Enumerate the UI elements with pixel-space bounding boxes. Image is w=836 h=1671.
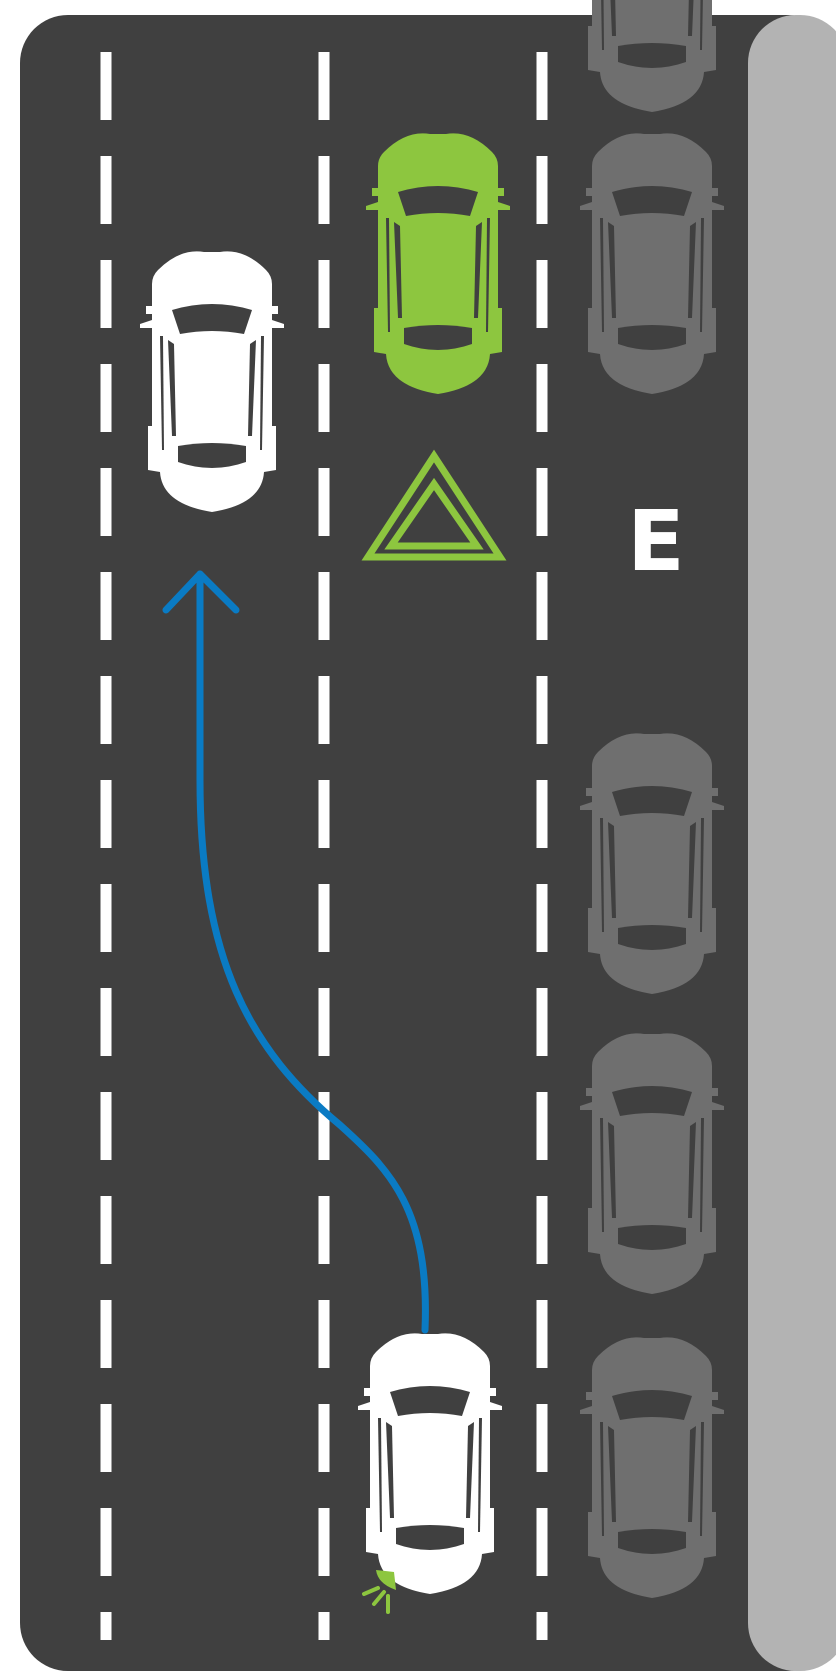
broken-down-car — [366, 133, 510, 394]
parked-car — [580, 1033, 724, 1294]
own-car-end — [140, 251, 284, 512]
sidewalk — [748, 15, 836, 1671]
parked-car — [580, 1337, 724, 1598]
lane-label: E — [627, 492, 684, 590]
parked-car — [580, 733, 724, 994]
own-car-start — [358, 1333, 502, 1594]
parked-car — [580, 133, 724, 394]
